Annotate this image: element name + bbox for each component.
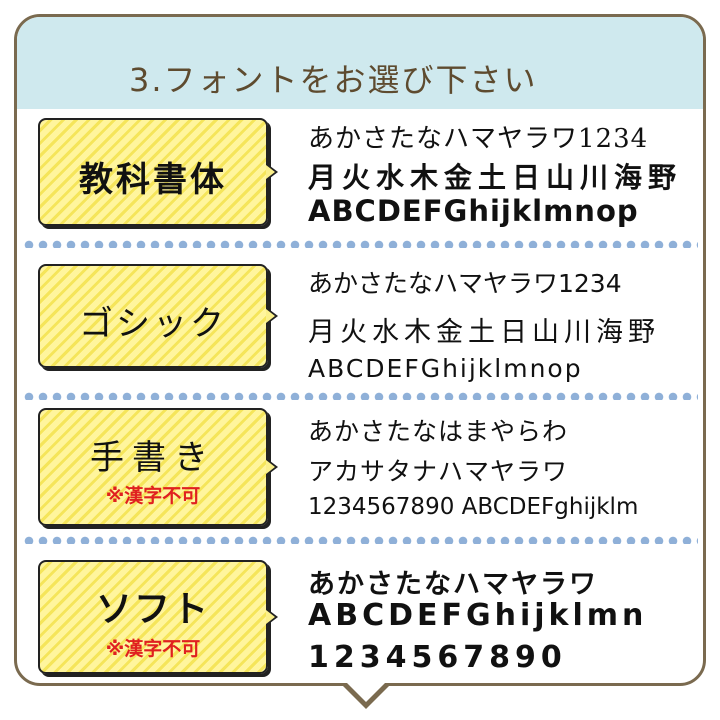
sample-latin: ABCDEFGhijklmnop: [308, 354, 583, 383]
font-label: 教科書体: [79, 160, 227, 200]
sample-digits: 1234567890: [308, 640, 567, 675]
divider: [22, 534, 698, 544]
sample-latin-digits: 1234567890 ABCDEFghijklm: [308, 494, 639, 520]
divider: [22, 390, 698, 400]
page-title: 3.フォントをお選び下さい: [129, 61, 538, 99]
kanji-not-allowed-note: ※漢字不可: [105, 485, 201, 507]
sample-latin: ABCDEFGhijklmn: [308, 598, 648, 633]
divider: [22, 238, 698, 248]
font-label: ソフト: [95, 589, 210, 630]
sample-kanji: 月火水木金土日山川海野: [308, 161, 683, 194]
sample-kanji: 月火水木金土日山川海野: [308, 317, 660, 348]
sample-katakana: アカサタナハマヤラワ: [308, 457, 569, 486]
sample-hiragana: あかさたなはまやらわ: [308, 417, 569, 446]
kanji-not-allowed-note: ※漢字不可: [105, 638, 201, 660]
sample-kana: あかさたなハマヤラワ1234: [308, 124, 649, 154]
font-option-gothic[interactable]: ゴシック: [38, 264, 278, 368]
font-label: ゴシック: [79, 304, 227, 344]
font-option-kyokasho[interactable]: 教科書体: [38, 118, 278, 226]
sample-latin: ABCDEFGhijklmnop: [308, 194, 639, 228]
sample-kana: あかさたなハマヤラワ1234: [308, 269, 622, 298]
font-option-soft[interactable]: ソフト ※漢字不可: [38, 560, 278, 674]
header-band: 3.フォントをお選び下さい: [17, 17, 703, 109]
font-option-handwriting[interactable]: 手書き ※漢字不可: [38, 408, 278, 526]
sample-kana: あかさたなハマヤラワ: [308, 569, 598, 600]
font-label: 手書き: [90, 438, 216, 478]
